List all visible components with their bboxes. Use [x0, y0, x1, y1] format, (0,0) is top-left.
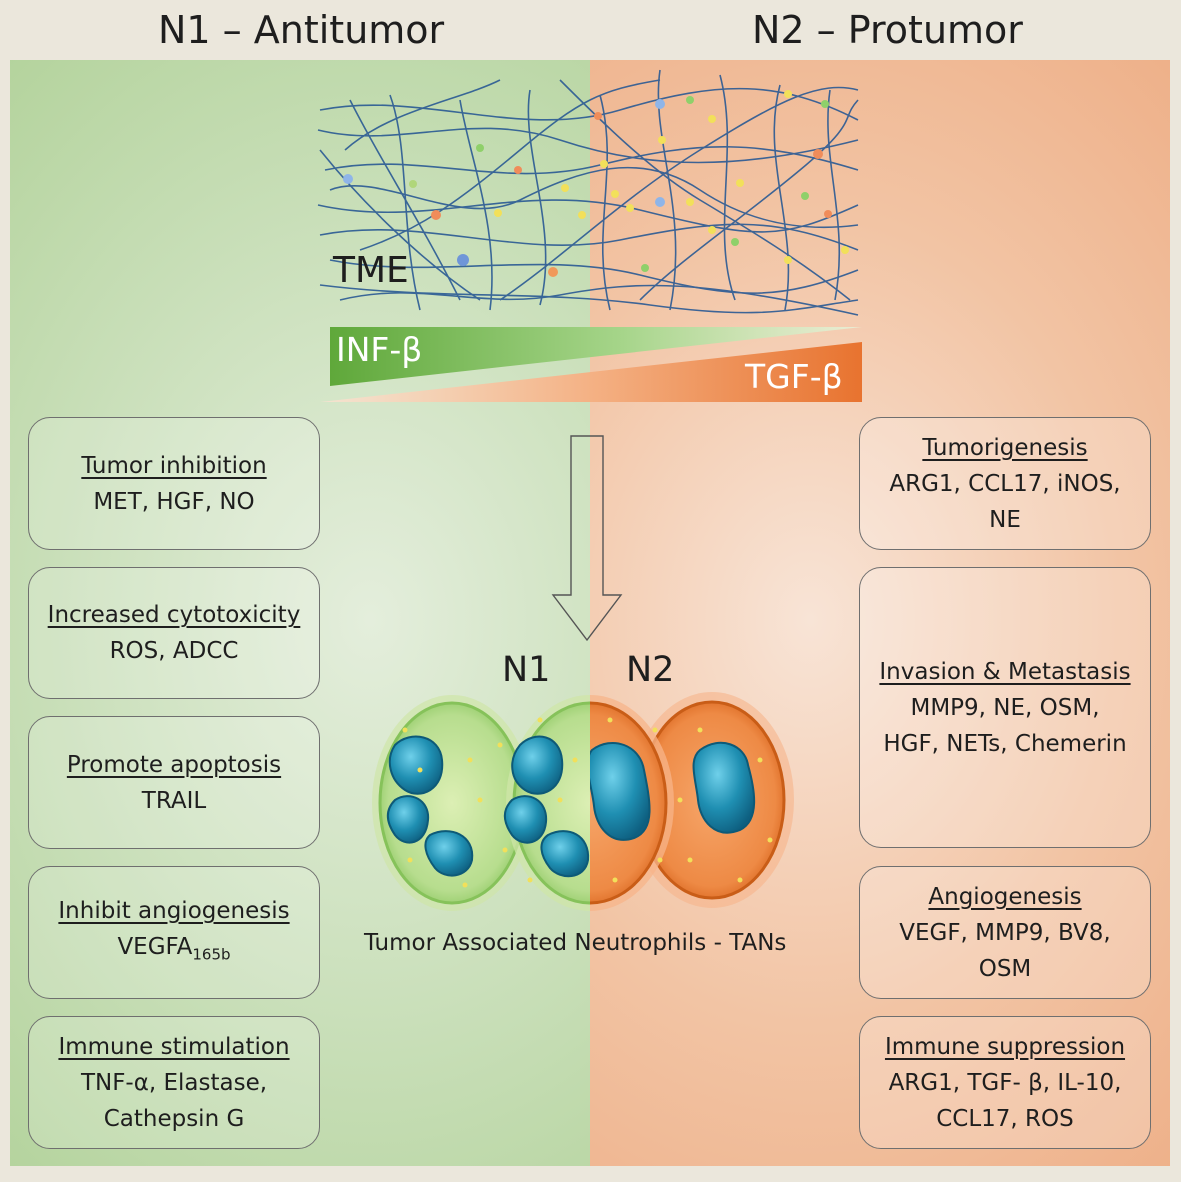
box-title: Promote apoptosis	[66, 751, 282, 778]
angiogenesis-box: Angiogenesis VEGF, MMP9, BV8, OSM	[859, 866, 1151, 999]
box-title: Immune stimulation	[58, 1033, 290, 1060]
tgf-beta-gradient-wedge	[320, 342, 862, 402]
inf-beta-gradient-wedge	[330, 327, 862, 386]
box-title: Invasion & Metastasis	[879, 658, 1131, 685]
box-text-line2: NE	[989, 506, 1021, 533]
tumor-inhibition-box: Tumor inhibition MET, HGF, NO	[28, 417, 320, 550]
box-title: Angiogenesis	[928, 883, 1082, 910]
promote-apoptosis-box: Promote apoptosis TRAIL	[28, 716, 320, 849]
vegfa-text: VEGFA	[117, 933, 193, 960]
box-title: Inhibit angiogenesis	[58, 897, 290, 924]
increased-cytotoxicity-box: Increased cytotoxicity ROS, ADCC	[28, 567, 320, 699]
n2-protumor-heading: N2 – Protumor	[752, 8, 1023, 52]
box-text: ROS, ADCC	[109, 638, 239, 664]
tgf-beta-label: TGF-β	[745, 357, 843, 396]
tme-fiber-mesh	[317, 69, 859, 316]
immune-stimulation-box: Immune stimulation TNF-α, Elastase, Cath…	[28, 1016, 320, 1149]
box-text: VEGFA165b	[117, 929, 230, 973]
immune-suppression-box: Immune suppression ARG1, TGF- β, IL-10, …	[859, 1016, 1151, 1149]
box-text-line1: ARG1, TGF- β, IL-10,	[888, 1069, 1122, 1096]
box-text-line1: VEGF, MMP9, BV8,	[899, 919, 1111, 946]
tan-cells	[372, 692, 794, 911]
box-title: Immune suppression	[884, 1033, 1126, 1060]
tan-caption: Tumor Associated Neutrophils - TANs	[364, 930, 787, 956]
inhibit-angiogenesis-box: Inhibit angiogenesis VEGFA165b	[28, 866, 320, 999]
n1-antitumor-heading: N1 – Antitumor	[158, 8, 445, 52]
box-text: TRAIL	[141, 787, 207, 814]
tumorigenesis-box: Tumorigenesis ARG1, CCL17, iNOS, NE	[859, 417, 1151, 550]
box-text: MET, HGF, NO	[93, 488, 255, 515]
box-title: Tumorigenesis	[922, 434, 1088, 461]
box-text-line1: TNF-α, Elastase,	[80, 1069, 268, 1096]
box-title: Increased cytotoxicity	[47, 602, 301, 628]
box-text-line2: HGF, NETs, Chemerin	[883, 730, 1127, 757]
box-text-line1: MMP9, NE, OSM,	[910, 694, 1100, 721]
box-text-line2: CCL17, ROS	[936, 1105, 1074, 1132]
invasion-metastasis-box: Invasion & Metastasis MMP9, NE, OSM, HGF…	[859, 567, 1151, 848]
down-arrow-icon	[551, 435, 623, 642]
inf-beta-label: INF-β	[336, 330, 423, 369]
n1-cell-label: N1	[502, 650, 551, 690]
box-text-line1: ARG1, CCL17, iNOS,	[889, 470, 1121, 497]
vegfa-subscript: 165b	[192, 945, 231, 964]
box-text-line2: OSM	[978, 955, 1032, 982]
tme-particles	[343, 90, 849, 277]
box-text-line2: Cathepsin G	[103, 1105, 245, 1132]
n2-cell-label: N2	[626, 650, 675, 690]
box-title: Tumor inhibition	[81, 452, 267, 479]
tme-label: TME	[333, 250, 409, 291]
